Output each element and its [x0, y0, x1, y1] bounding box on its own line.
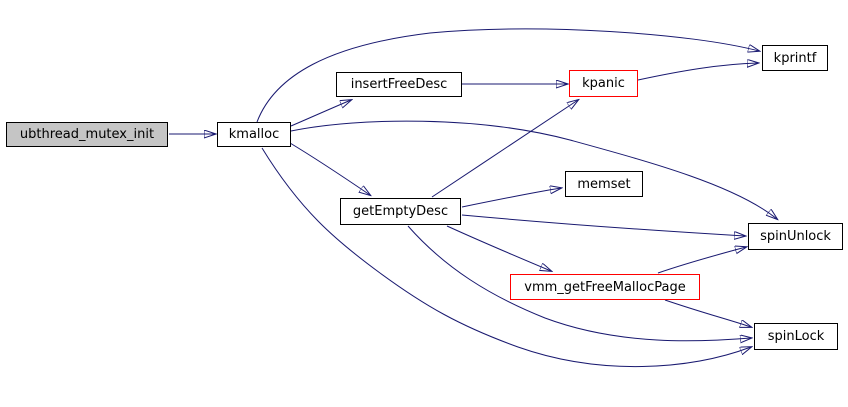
edge-kmalloc-spinLock [261, 147, 751, 367]
edge-vmm_getFreeMallocPage-spinLock [664, 299, 751, 327]
node-vmm_getFreeMallocPage[interactable]: vmm_getFreeMallocPage [510, 274, 700, 300]
edge-getEmptyDesc-spinUnlock [461, 214, 745, 236]
node-memset[interactable]: memset [565, 171, 643, 197]
edge-getEmptyDesc-memset [461, 188, 561, 208]
edge-kmalloc-getEmptyDesc [289, 142, 370, 195]
node-ubthread_mutex_init[interactable]: ubthread_mutex_init [6, 122, 168, 147]
node-getEmptyDesc[interactable]: getEmptyDesc [340, 198, 461, 225]
edge-getEmptyDesc-spinLock [407, 225, 751, 341]
edge-vmm_getFreeMallocPage-spinUnlock [657, 247, 746, 274]
node-kprintf[interactable]: kprintf [762, 45, 828, 71]
node-insertFreeDesc[interactable]: insertFreeDesc [336, 72, 462, 97]
edge-kmalloc-insertFreeDesc [290, 100, 351, 127]
edge-kpanic-kprintf [637, 63, 758, 81]
edge-getEmptyDesc-vmm_getFreeMallocPage [446, 225, 551, 271]
edge-getEmptyDesc-kpanic [431, 100, 578, 198]
node-spinUnlock[interactable]: spinUnlock [748, 223, 843, 250]
node-spinLock[interactable]: spinLock [754, 323, 838, 350]
edge-kmalloc-spinUnlock [290, 120, 777, 219]
edge-kmalloc-kprintf [256, 28, 759, 123]
node-kmalloc[interactable]: kmalloc [217, 122, 291, 147]
node-kpanic[interactable]: kpanic [569, 70, 638, 97]
